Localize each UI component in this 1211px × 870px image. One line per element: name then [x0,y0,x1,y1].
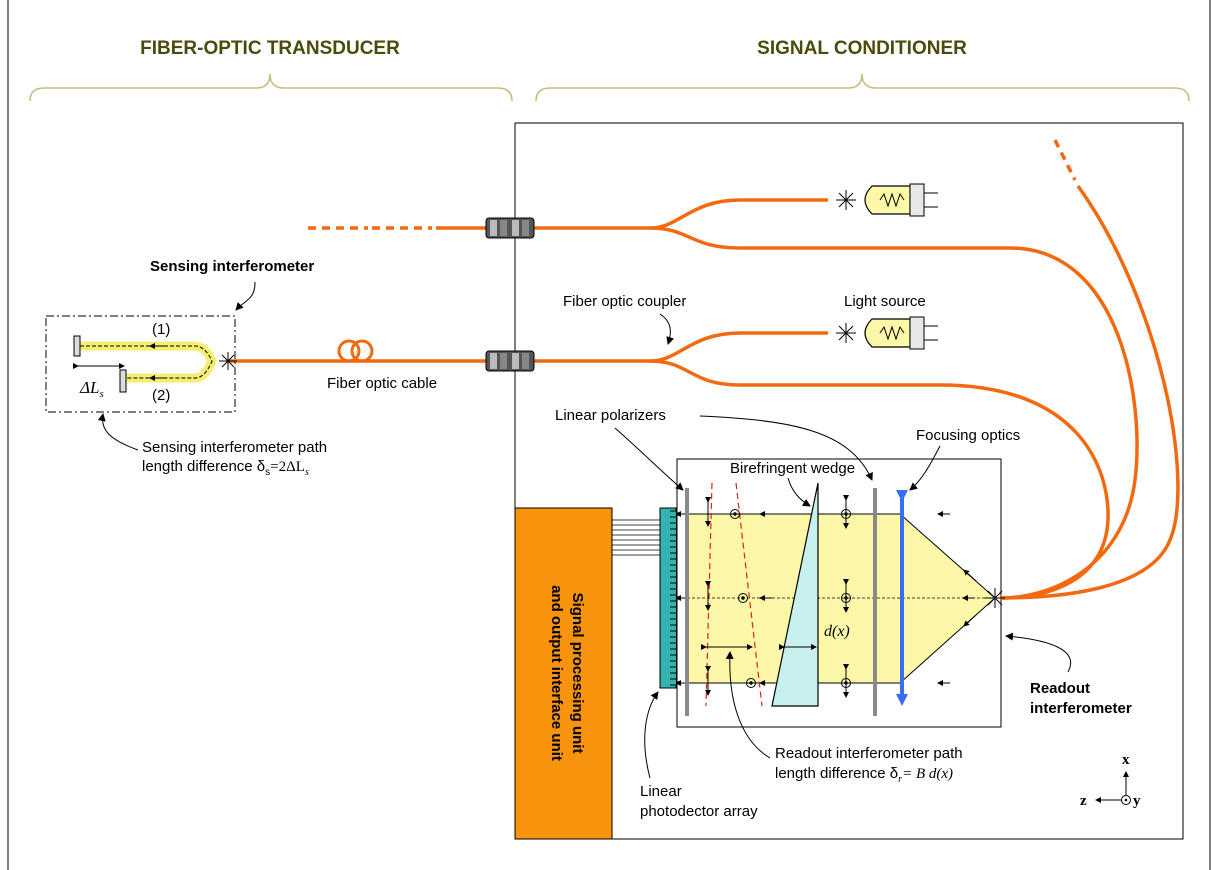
spu-label: Signal processing unit and output interf… [548,585,586,761]
fiber-connector-bottom [485,350,535,372]
fiber-coil [337,339,374,363]
readout-box [676,458,1002,728]
linear-polarizer-left [685,488,689,716]
readout-interferometer-pointer [1005,632,1072,673]
photodetector-pixels [670,510,676,686]
svg-text:Signal processing unit: Signal processing unit [569,593,586,754]
birefringent-wedge [771,482,819,707]
sensing-interferometer-box [45,315,236,413]
light-source-label: Light source [844,293,926,310]
sensing-path-line1: Sensing interferometer path [142,439,327,456]
axis-z-label: z [1080,793,1087,809]
mirror-1 [73,335,81,357]
arm1-label: (1) [152,321,170,338]
header-conditioner: SIGNAL CONDITIONER [757,38,967,59]
focusing-optics-pointer [909,445,941,491]
optical-fibers [228,139,1180,600]
delta-ls-label: ΔLs [79,378,104,400]
sensing-path-pointer [97,413,139,451]
beam-edge-bottom [899,597,996,684]
ray-arrow [963,569,977,582]
arm2-label: (2) [152,387,170,404]
coordinate-axes [1095,771,1131,805]
ray-arrow [963,614,977,627]
fringe-line-2 [735,482,763,707]
fiber-connector-top [485,217,535,239]
light-source-bottom [864,316,938,350]
sensing-arms [80,345,213,379]
header-transducer: FIBER-OPTIC TRANSDUCER [140,38,400,59]
mirror-2 [119,369,127,393]
polarizer-pointer-right [699,415,873,481]
focusing-optics-label: Focusing optics [916,427,1020,444]
axis-x-label: x [1122,752,1130,768]
sensing-interferometer-label: Sensing interferometer [150,258,314,275]
fiber-optic-cable-label: Fiber optic cable [327,375,437,392]
polarizer-pointer-left [614,427,684,491]
ribbon-cable [612,519,660,556]
conditioner-brace [535,73,1190,102]
emission-star-icons [219,190,1005,608]
photodetector-label-2: photodector array [640,803,758,820]
readout-path-line1: Readout interferometer path [775,745,963,762]
birefringent-wedge-label: Birefringent wedge [730,460,855,477]
linear-polarizer-right [873,488,877,716]
photodetector-label-1: Linear [640,783,682,800]
sensing-interferometer-pointer [235,281,256,311]
readout-path-pointer [725,651,771,759]
linear-polarizers-label: Linear polarizers [555,407,666,424]
polarization-dots [730,509,851,688]
wedge-pointer [787,477,811,507]
dx-label: d(x) [824,623,850,640]
readout-path-line2: length difference δr= B d(x) [775,765,953,785]
fiber-optic-coupler-label: Fiber optic coupler [563,293,686,310]
coupler-pointer [659,313,675,345]
sensing-path-line2: length difference δs=2ΔLs [142,458,309,478]
sensing-arms-glow [80,341,217,383]
transducer-brace [29,73,513,102]
signal-processing-unit [514,507,613,840]
beam-edge-top [899,513,996,599]
readout-interferometer-label-1: Readout [1030,680,1090,697]
conditioner-enclosure [514,122,1184,840]
axis-y-label: y [1133,793,1141,809]
light-source-top [864,183,938,217]
light-beam [686,514,995,683]
readout-interferometer-label-2: interferometer [1030,700,1132,717]
photodetector-pointer [644,691,659,779]
svg-text:and output interface unit: and output interface unit [548,585,565,761]
